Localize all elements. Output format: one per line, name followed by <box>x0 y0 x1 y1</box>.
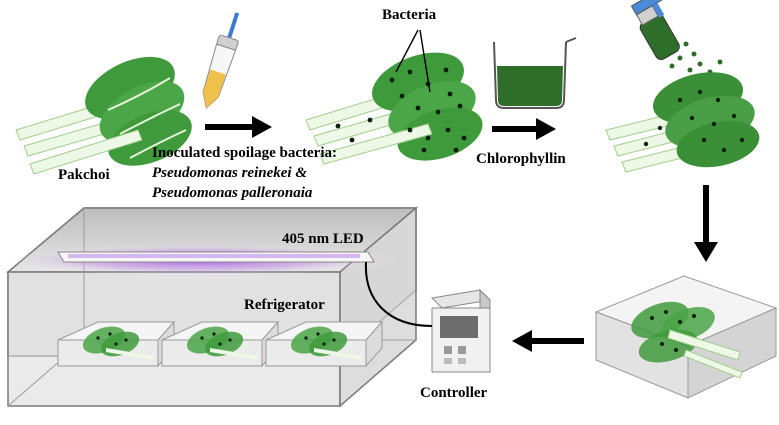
spray-bottle-icon <box>630 0 680 60</box>
controller-device <box>430 288 492 373</box>
controller-cable <box>364 261 433 327</box>
label-controller: Controller <box>420 385 488 401</box>
arrow-right-2 <box>492 118 556 140</box>
pakchoi-clean <box>15 56 192 175</box>
pakchoi-inoculated <box>305 29 483 165</box>
label-chlorophyllin: Chlorophyllin <box>476 151 566 167</box>
led-light <box>0 244 400 276</box>
pakchoi-treated <box>605 72 760 173</box>
fridge-trays <box>57 320 384 368</box>
label-bacteria: Bacteria <box>382 7 437 23</box>
label-species-2: Pseudomonas palleronaia <box>152 185 313 201</box>
label-pakchoi: Pakchoi <box>58 167 110 183</box>
label-species-1: Pseudomonas reinekei & <box>152 165 308 181</box>
beaker-icon <box>493 37 577 109</box>
pipette-icon <box>202 12 240 110</box>
label-inoculated: Inoculated spoilage bacteria: <box>152 145 337 161</box>
arrow-down <box>694 185 718 262</box>
arrow-left <box>512 330 584 352</box>
tray <box>594 275 778 399</box>
label-led: 405 nm LED <box>282 231 364 247</box>
label-refrigerator: Refrigerator <box>244 297 325 313</box>
arrow-right-1 <box>205 116 272 138</box>
